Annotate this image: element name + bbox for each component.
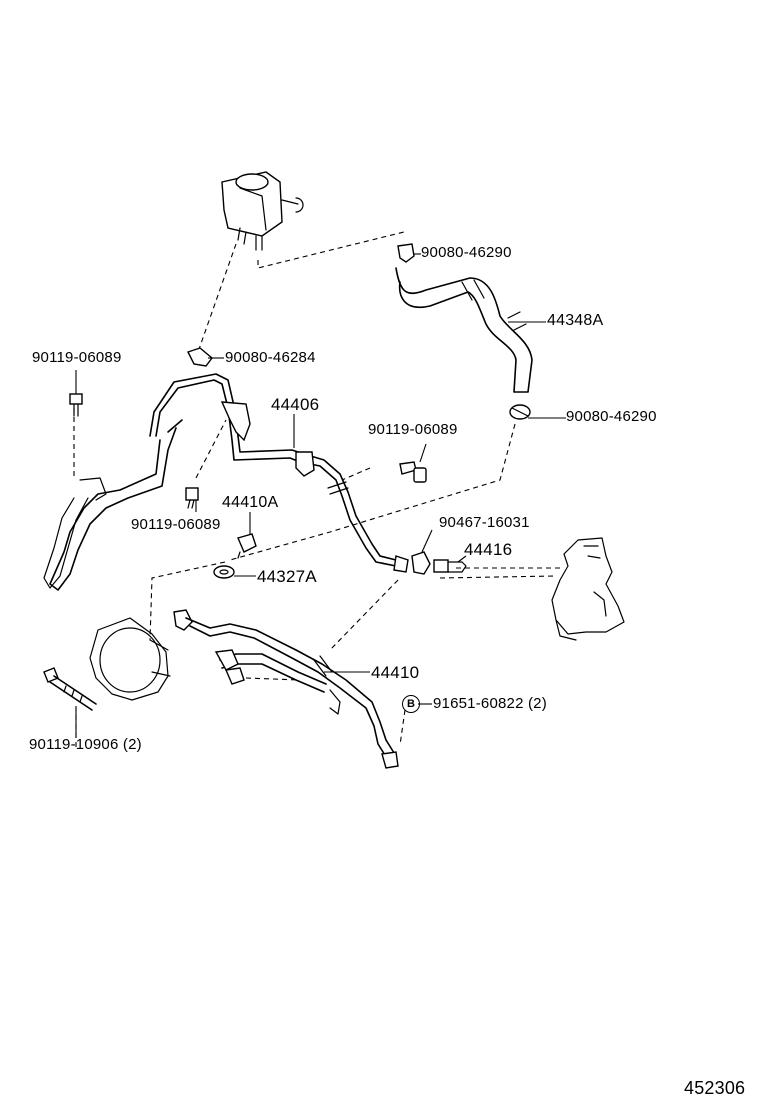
hose-44410 [173, 609, 399, 769]
steering-gear [551, 537, 625, 641]
label-union-44410A: 44410A [222, 494, 279, 511]
label-gasket-44327A: 44327A [257, 567, 317, 586]
label-clip-right: 90080-46290 [566, 408, 657, 425]
b-marker-circle: B [402, 695, 420, 713]
label-bolt-10906: 90119-10906 (2) [29, 736, 142, 753]
clamp-46284 [187, 347, 213, 367]
label-clip-top: 90080-46290 [421, 244, 512, 261]
clip-top [397, 243, 415, 263]
label-tube-44406: 44406 [271, 395, 320, 414]
return-tube-loop [43, 419, 183, 591]
hose-44348A [395, 267, 533, 393]
bolt-center [399, 461, 427, 483]
label-bolt-center: 90119-06089 [368, 421, 458, 438]
label-bolt-44416: 44416 [464, 540, 513, 559]
pressure-tube-44406 [149, 373, 409, 573]
label-hose-44410: 44410 [371, 663, 420, 682]
bolt-44416 [433, 559, 467, 573]
bolt-lower [185, 487, 199, 509]
label-bolt-60822: 91651-60822 (2) [433, 695, 547, 712]
figure-number: 452306 [684, 1078, 746, 1098]
clip-right [509, 404, 531, 420]
label-bolt-left: 90119-06089 [32, 349, 122, 366]
power-steering-pump [89, 617, 171, 701]
leader-lines [73, 231, 560, 748]
label-bolt-lower: 90119-06089 [131, 516, 221, 533]
union-44410A [237, 533, 257, 559]
clip-16031 [411, 551, 431, 575]
reservoir-tank [221, 171, 304, 251]
label-clamp-46284: 90080-46284 [225, 349, 316, 366]
label-hose-44348A: 44348A [547, 312, 604, 329]
label-clip-16031: 90467-16031 [439, 514, 530, 531]
gasket-44327A [213, 565, 235, 579]
long-bolt-10906 [43, 667, 97, 711]
